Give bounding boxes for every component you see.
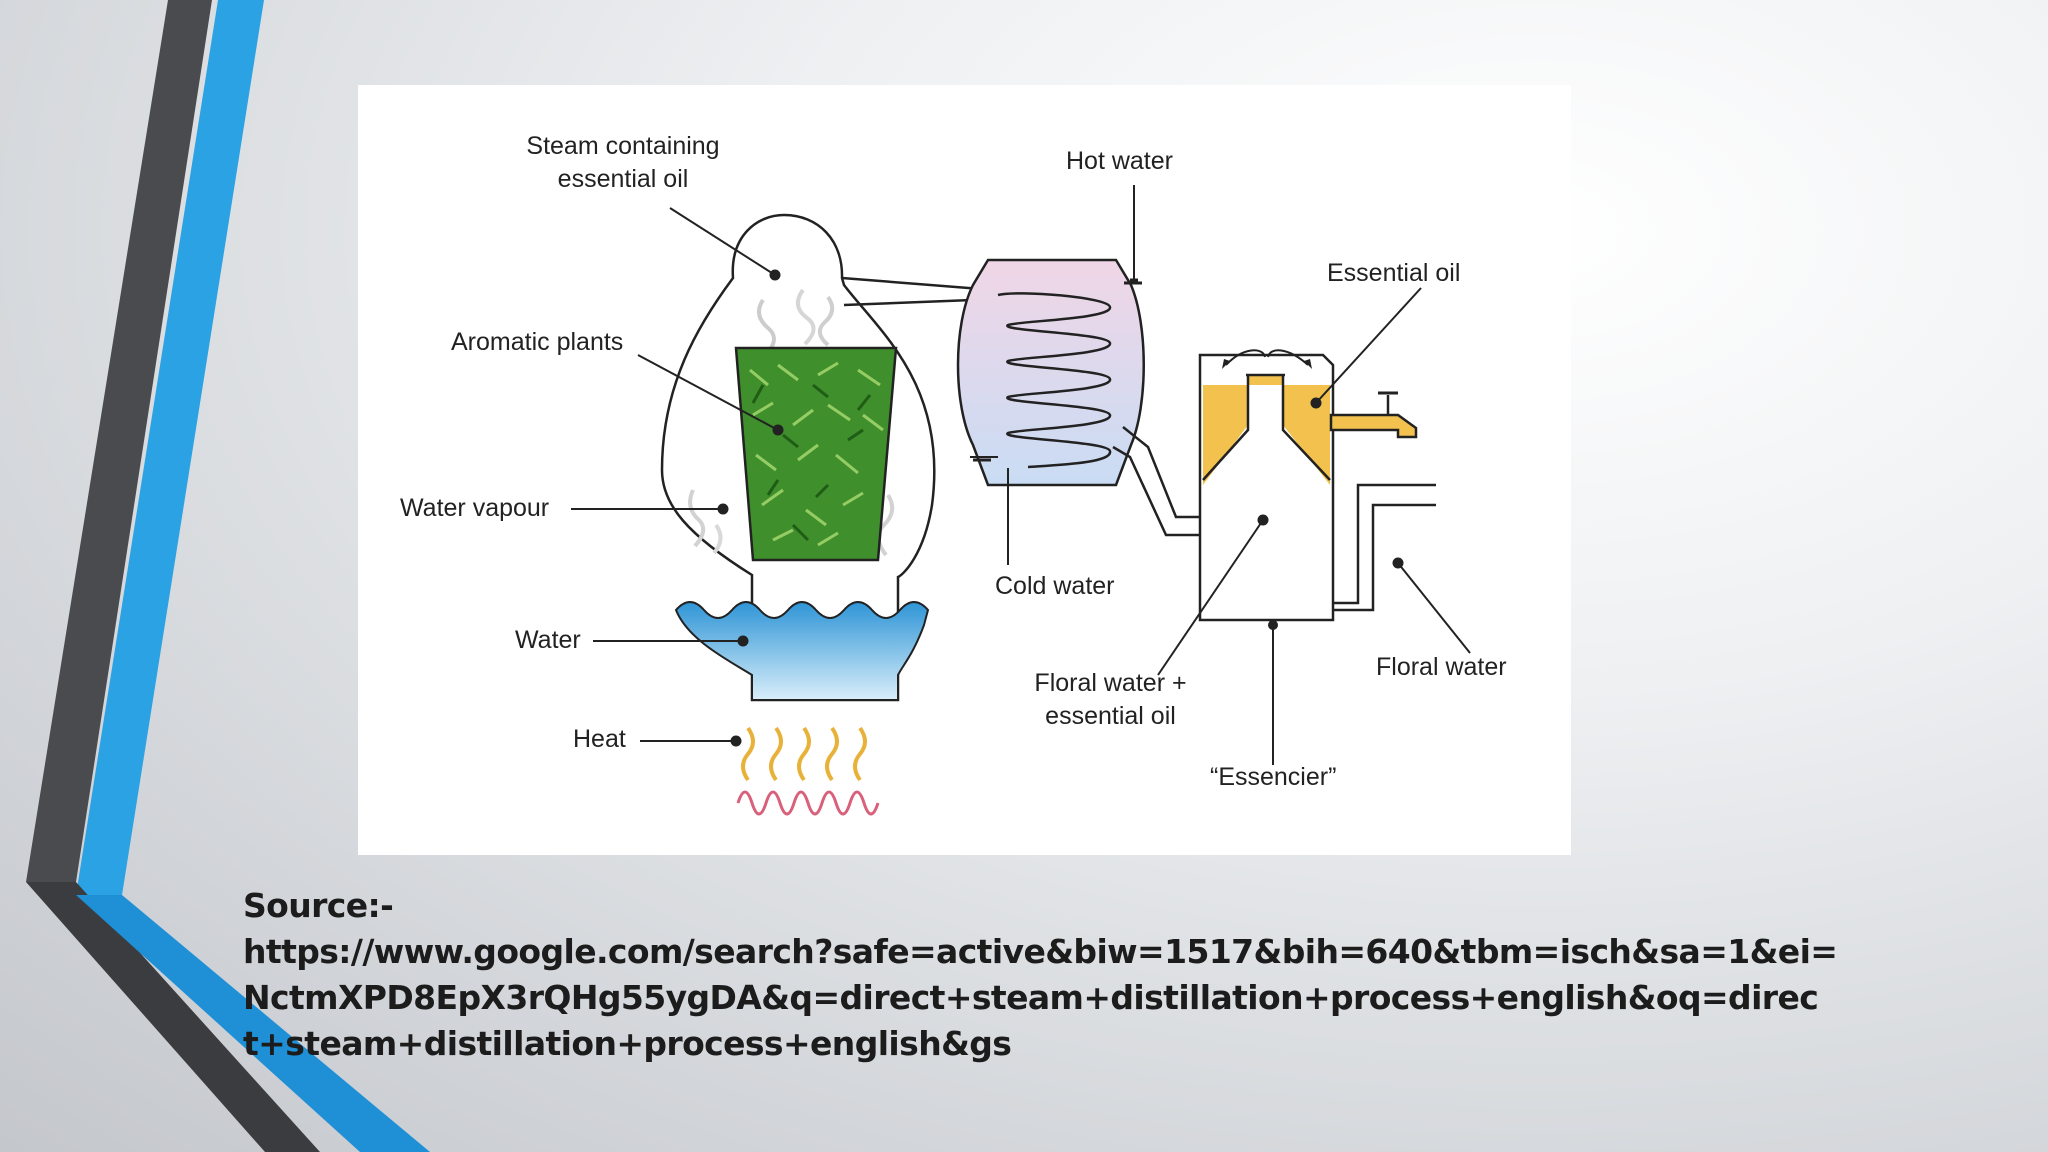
label-floral-essential-line2: essential oil [1045, 702, 1176, 730]
label-floral-essential: Floral water + essential oil [998, 667, 1223, 733]
label-floral-essential-line1: Floral water + [1034, 669, 1187, 697]
label-water-vapour: Water vapour [400, 494, 550, 522]
label-heat: Heat [573, 725, 626, 753]
plant-basket [734, 346, 898, 562]
label-essential-oil: Essential oil [1327, 259, 1461, 287]
outlet-pipe [1112, 426, 1200, 537]
dark-gray-bar [26, 0, 212, 882]
label-steam: Steam containing essential oil [498, 130, 748, 196]
label-floral-water: Floral water [1376, 653, 1507, 681]
heat-source [736, 726, 880, 816]
label-water: Water [515, 626, 581, 654]
label-steam-line1: Steam containing [526, 132, 720, 160]
caption-url-line1: https://www.google.com/search?safe=activ… [243, 932, 1838, 971]
essencier [1198, 349, 1436, 622]
leader-lines [571, 185, 1471, 765]
dark-gray-diagonal [26, 882, 320, 1152]
label-cold-water: Cold water [995, 572, 1115, 600]
distillation-figure: Steam containing essential oil Aromatic … [358, 85, 1571, 855]
distillation-diagram [571, 185, 1471, 816]
caption-source-label: Source:- [243, 886, 394, 925]
label-steam-line2: essential oil [557, 165, 689, 193]
condenser [956, 258, 1145, 487]
water-bath [674, 601, 930, 701]
source-caption: Source:- https://www.google.com/search?s… [243, 883, 1838, 1067]
label-hot-water: Hot water [1066, 147, 1173, 175]
blue-diagonal [76, 895, 430, 1152]
caption-url-line2: NctmXPD8EpX3rQHg55ygDA&q=direct+steam+di… [243, 978, 1819, 1017]
label-aromatic-plants: Aromatic plants [451, 328, 624, 356]
blue-bar [76, 0, 264, 895]
caption-url-line3: t+steam+distillation+process+english&gs [243, 1024, 1012, 1063]
label-essencier: “Essencier” [1210, 763, 1337, 791]
